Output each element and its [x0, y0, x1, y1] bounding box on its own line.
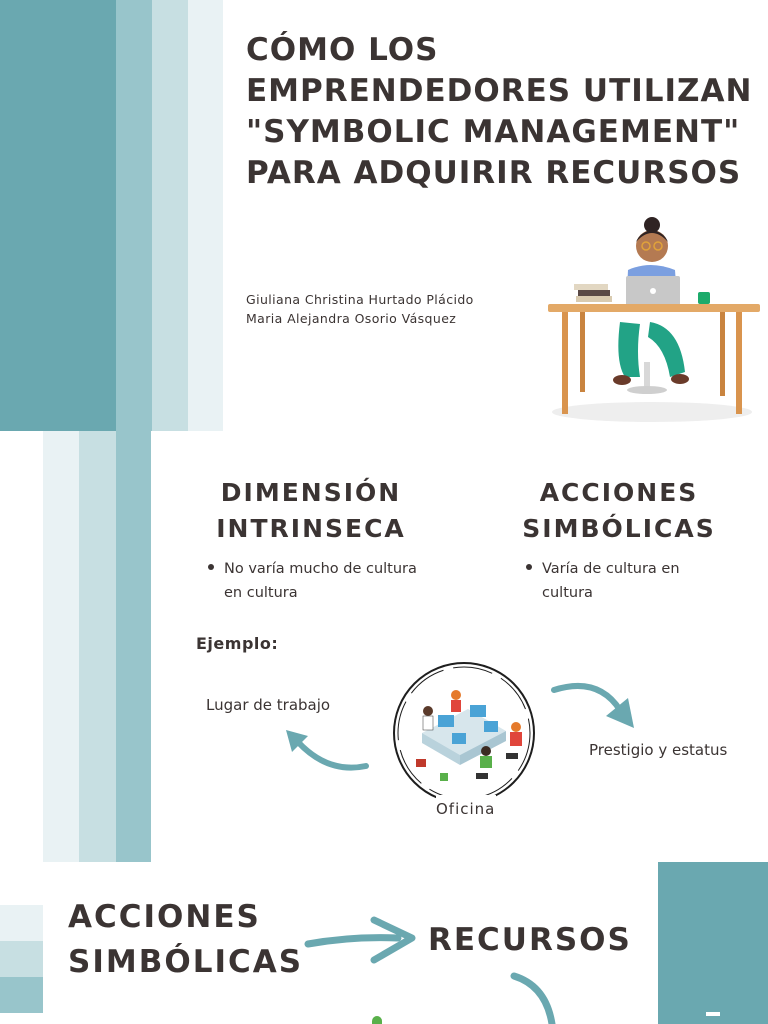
- arrow-down-icon: [510, 972, 556, 1024]
- slide1-title: CÓMO LOS EMPRENDEDORES UTILIZAN "SYMBOLI…: [246, 32, 753, 191]
- office-illustration: [393, 662, 535, 815]
- arrow-to-resources-icon: [304, 916, 416, 964]
- person-at-desk-illustration: [548, 217, 760, 422]
- bullet-dot-icon: [208, 564, 214, 570]
- bullet-dot-icon: [526, 564, 532, 570]
- author-1: Giuliana Christina Hurtado Plácido: [246, 292, 474, 307]
- acciones-heading: ACCIONES SIMBÓLICAS: [522, 478, 716, 543]
- dimension-bullet: No varía mucho de cultura en cultura: [208, 557, 438, 605]
- green-leaf-icon: [372, 1016, 382, 1024]
- example-label: Ejemplo:: [196, 634, 279, 653]
- author-2: Maria Alejandra Osorio Vásquez: [246, 311, 457, 326]
- slide2-bar-light: [79, 431, 116, 862]
- slide1-bar-dark: [0, 0, 116, 431]
- acciones-simbolicas-heading: ACCIONES SIMBÓLICAS: [68, 899, 304, 980]
- slide3-corner-block: [658, 862, 768, 1024]
- slide3-bar-light: [0, 941, 43, 977]
- recursos-heading: RECURSOS: [428, 922, 632, 958]
- office-label: Oficina: [436, 800, 496, 818]
- slide3-bar-pale: [0, 905, 43, 941]
- dimension-heading: DIMENSIÓN INTRINSECA: [216, 478, 406, 543]
- slide3-corner-mark: [706, 1012, 720, 1016]
- slide3-bar-mid: [0, 977, 43, 1013]
- slide1-bar-mid: [116, 0, 152, 431]
- slide2-bar-pale: [43, 431, 79, 862]
- slide2-bar-mid: [116, 431, 151, 862]
- workplace-label: Lugar de trabajo: [206, 696, 331, 714]
- slide1-bar-light: [152, 0, 188, 431]
- arrow-right-icon: [551, 683, 634, 728]
- acciones-bullet: Varía de cultura en cultura: [526, 557, 746, 605]
- slide1-authors: Giuliana Christina Hurtado Plácido Maria…: [246, 290, 474, 328]
- prestige-label: Prestigio y estatus: [589, 741, 728, 759]
- slide1-bar-pale: [188, 0, 223, 431]
- arrow-left-icon: [286, 730, 369, 771]
